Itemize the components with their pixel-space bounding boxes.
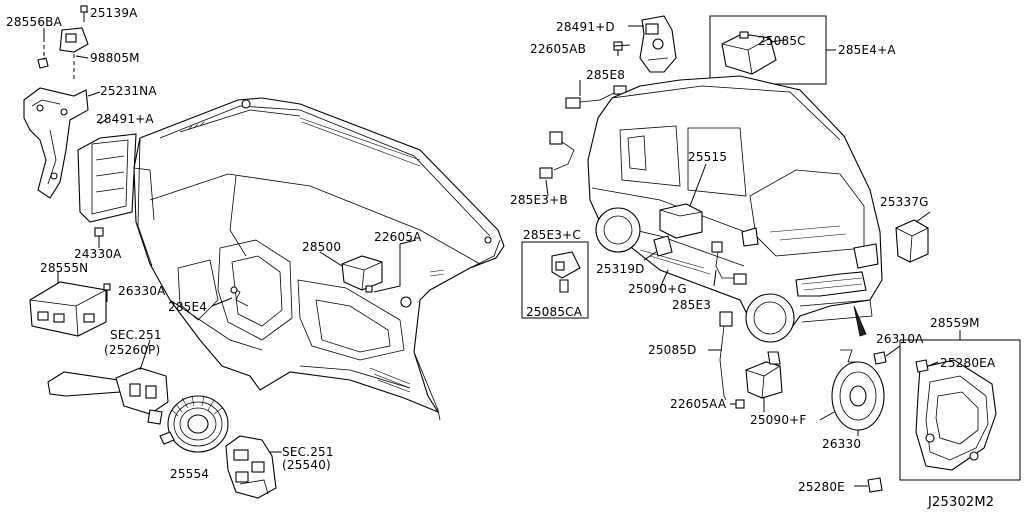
- horn-26330[interactable]: [831, 349, 887, 436]
- sensor-25337g[interactable]: [895, 219, 929, 263]
- callout-25090g[interactable]: 25090+G: [628, 282, 687, 296]
- callout-25139a[interactable]: 25139A: [90, 6, 138, 20]
- relay-25090f[interactable]: [735, 351, 783, 412]
- callout-285e4a[interactable]: 285E4+A: [838, 43, 896, 57]
- callout-28491d[interactable]: 28491+D: [556, 20, 615, 34]
- callout-sec251-a-ref[interactable]: (25260P): [104, 343, 161, 357]
- callout-sec251-b[interactable]: SEC.251: [282, 445, 334, 459]
- harness-25085d[interactable]: [708, 311, 733, 401]
- callout-285e8[interactable]: 285E8: [586, 68, 626, 82]
- callout-25515[interactable]: 25515: [688, 150, 728, 164]
- harness-285e8[interactable]: [565, 80, 627, 109]
- callout-22605aa[interactable]: 22605AA: [670, 397, 727, 411]
- harness-285e3b[interactable]: [539, 131, 575, 179]
- callout-285e3[interactable]: 285E3: [672, 298, 712, 312]
- callout-25319d[interactable]: 25319D: [596, 262, 645, 276]
- antenna-285e4[interactable]: [211, 286, 249, 307]
- bolt-25280e[interactable]: [854, 477, 883, 493]
- sensor-25515[interactable]: [659, 163, 707, 239]
- callout-22605a[interactable]: 22605A: [374, 230, 422, 244]
- callout-98805m[interactable]: 98805M: [90, 51, 140, 65]
- callout-28500[interactable]: 28500: [302, 240, 342, 254]
- leader-lines: [43, 11, 961, 421]
- callout-25085c[interactable]: 25085C: [758, 34, 806, 48]
- control-unit-28491d[interactable]: [628, 15, 677, 73]
- callout-25280e[interactable]: 25280E: [798, 480, 845, 494]
- callout-25085d[interactable]: 25085D: [648, 343, 697, 357]
- callout-26330a[interactable]: 26330A: [118, 284, 166, 298]
- harness-285e3[interactable]: [711, 241, 747, 287]
- control-module-28555n[interactable]: [29, 281, 111, 337]
- callout-25337g[interactable]: 25337G: [880, 195, 929, 209]
- box-28559m[interactable]: [899, 339, 1021, 481]
- steering-switch-assembly[interactable]: [225, 435, 282, 499]
- horn-arrow: [853, 305, 867, 337]
- sensor-25319d[interactable]: [643, 235, 673, 261]
- callout-25231na[interactable]: 25231NA: [100, 84, 157, 98]
- module-28500[interactable]: [341, 244, 401, 293]
- box-285e3c[interactable]: [521, 241, 589, 319]
- callout-26310a[interactable]: 26310A: [876, 332, 924, 346]
- callout-28556ba[interactable]: 28556BA: [6, 15, 63, 29]
- callout-285e4[interactable]: 285E4: [168, 300, 208, 314]
- diagram-code: J25302M2: [928, 495, 995, 510]
- callout-sec251-b-ref[interactable]: (25540): [282, 458, 331, 472]
- combination-switch[interactable]: [47, 339, 169, 425]
- callout-25554[interactable]: 25554: [170, 467, 210, 481]
- spiral-cable-25554[interactable]: [159, 395, 229, 453]
- callout-22605ab[interactable]: 22605AB: [530, 42, 587, 56]
- callout-28491a[interactable]: 28491+A: [96, 112, 154, 126]
- callout-28559m[interactable]: 28559M: [930, 316, 980, 330]
- vehicle-body: [587, 75, 883, 343]
- callout-24330a[interactable]: 24330A: [74, 247, 122, 261]
- bolt-22605ab[interactable]: [613, 41, 623, 56]
- callout-26330[interactable]: 26330: [822, 437, 862, 451]
- bracket-assembly[interactable]: [23, 5, 137, 242]
- callout-25090f[interactable]: 25090+F: [750, 413, 807, 427]
- instrument-panel: [133, 97, 505, 421]
- callout-285e3b[interactable]: 285E3+B: [510, 193, 568, 207]
- callout-sec251-a[interactable]: SEC.251: [110, 328, 162, 342]
- callout-28555n[interactable]: 28555N: [40, 261, 89, 275]
- callout-25085ca[interactable]: 25085CA: [526, 305, 583, 319]
- callout-285e3c[interactable]: 285E3+C: [523, 228, 581, 242]
- callout-25280ea[interactable]: 25280EA: [940, 356, 996, 370]
